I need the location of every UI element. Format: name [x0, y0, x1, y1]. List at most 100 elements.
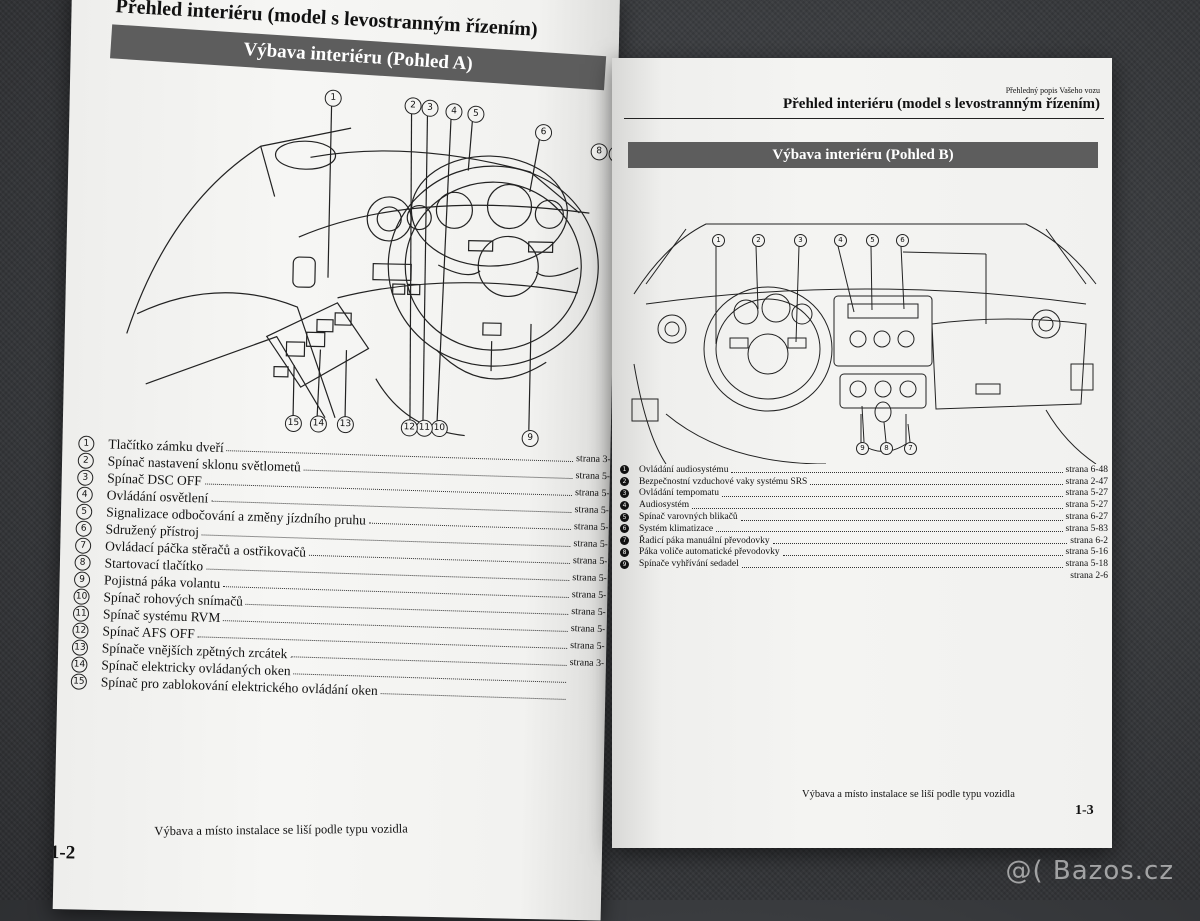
callout-b-1: 1: [712, 234, 725, 247]
list-item: strana 2-6: [620, 570, 1108, 582]
item-page-ref: strana 5-: [574, 504, 609, 517]
item-number: 11: [72, 604, 90, 622]
item-label: Spínač AFS OFF: [102, 622, 195, 641]
leader-dots: [741, 566, 1063, 568]
item-number: 9: [620, 559, 629, 569]
item-label: Sdružený přístroj: [105, 520, 200, 539]
callout-b-7: 7: [904, 442, 917, 455]
bazos-watermark: @( Bazos.cz: [1005, 856, 1174, 886]
item-page-ref: strana 5-: [575, 470, 610, 483]
right-page: Přehledný popis Vašeho vozu Přehled inte…: [612, 58, 1112, 848]
item-number: 5: [75, 502, 93, 520]
left-page: Přehled interiéru (model s levostranným …: [52, 0, 620, 921]
item-number: 4: [620, 500, 629, 510]
callout-b-3: 3: [794, 234, 807, 247]
item-page-ref: [569, 680, 603, 681]
item-page-ref: strana 5-16: [1065, 547, 1108, 558]
item-page-ref: strana 5-27: [1065, 488, 1108, 499]
item-number: 13: [71, 638, 89, 656]
item-number: 4: [76, 485, 94, 503]
item-label: Spínač DSC OFF: [107, 469, 203, 488]
callout-b-4: 4: [834, 234, 847, 247]
item-page-ref: strana 5-: [574, 487, 610, 500]
item-page-ref: strana 5-18: [1065, 559, 1108, 570]
item-number: 5: [620, 512, 629, 522]
header-rule: [624, 118, 1104, 119]
item-number: 15: [70, 672, 88, 690]
item-page-ref: strana 3-2: [575, 453, 611, 466]
item-label: Páka voliče automatické převodovky: [639, 547, 780, 558]
right-page-title: Přehled interiéru (model s levostranným …: [782, 96, 1100, 112]
callout-b-5: 5: [866, 234, 879, 247]
leader-dots: [772, 543, 1068, 545]
item-label: Ovládání audiosystému: [639, 464, 729, 475]
item-label: Startovací tlačítko: [104, 554, 204, 573]
list-item: 3 Ovládání tempomatu strana 5-27: [620, 488, 1108, 500]
leader-dots: [380, 693, 566, 700]
right-legend-list: 1 Ovládání audiosystému strana 6-48 2 Bezpe…: [620, 464, 1108, 582]
list-item: 7 Řadicí páka manuální převodovky strana 6…: [620, 535, 1108, 547]
callout-b-8: 8: [880, 442, 893, 455]
item-page-ref: [569, 697, 603, 698]
item-page-ref: strana 5-: [572, 572, 607, 585]
item-number: 2: [620, 477, 629, 487]
item-label: Ovládání tempomatu: [639, 488, 719, 499]
leader-dots: [692, 507, 1063, 509]
item-number: 12: [72, 621, 89, 639]
item-number: 1: [78, 434, 95, 452]
right-page-number: 1-3: [1075, 803, 1094, 818]
list-item: 9 Spínače vyhřívání sedadel strana 5-18: [620, 558, 1108, 570]
leader-dots: [716, 531, 1063, 533]
item-page-ref: strana 5-: [570, 640, 605, 653]
leader-dots: [721, 495, 1063, 497]
list-item: 5 Spínač varovných blikačů strana 6-27: [620, 511, 1108, 523]
item-page-ref: strana 5-83: [1065, 523, 1108, 534]
leader-dots: [782, 554, 1063, 556]
item-page-ref: strana 5-: [571, 589, 607, 602]
list-item: 1 Ovládání audiosystému strana 6-48: [620, 464, 1108, 476]
item-page-ref: strana 5-: [570, 623, 605, 636]
item-page-ref: strana 2-47: [1065, 476, 1108, 487]
item-number: 3: [620, 488, 629, 498]
item-number: 3: [77, 468, 94, 486]
leader-dots: [810, 484, 1063, 486]
item-page-ref: strana 3-: [569, 657, 604, 670]
callout-b-9: 9: [856, 442, 869, 455]
item-page-ref: strana 5-: [571, 606, 606, 619]
item-page-ref: strana 5-27: [1065, 500, 1108, 511]
item-label: Spínač varovných blikačů: [639, 512, 738, 523]
item-page-ref: strana 2-6: [1070, 571, 1108, 582]
callout-b-2: 2: [752, 234, 765, 247]
item-number: 10: [73, 587, 90, 605]
item-label: Ovládání osvětlení: [106, 486, 209, 506]
item-page-ref: strana 5-: [573, 538, 608, 551]
item-page-ref: strana 6-27: [1065, 512, 1108, 523]
right-section-band: Výbava interiéru (Pohled B): [628, 142, 1098, 168]
list-item: 6 Systém klimatizace strana 5-83: [620, 523, 1108, 535]
item-page-ref: strana 6-48: [1065, 464, 1108, 475]
item-number: 6: [620, 524, 629, 534]
leader-dots: [740, 519, 1063, 521]
item-page-ref: strana 5-: [573, 521, 609, 534]
left-footnote: Výbava a místo instalace se liší podle t…: [154, 821, 408, 839]
item-label: Bezpečnostní vzduchové vaky systému SRS: [639, 476, 808, 487]
item-label: Audiosystém: [639, 500, 690, 511]
item-page-ref: strana 6-2: [1070, 535, 1108, 546]
callout-9: 9: [521, 429, 539, 448]
item-number: 8: [74, 553, 91, 571]
item-label: Systém klimatizace: [639, 523, 714, 534]
right-footnote: Výbava a místo instalace se liší podle t…: [802, 789, 1015, 800]
item-label: Řadicí páka manuální převodovky: [639, 535, 770, 546]
list-item: 4 Audiosystém strana 5-27: [620, 499, 1108, 511]
leader-dots: [731, 472, 1063, 474]
list-item: 2 Bezpečnostní vzduchové vaky systému SRS…: [620, 476, 1108, 488]
item-label: Spínače vyhřívání sedadel: [639, 559, 739, 570]
item-number: 7: [74, 536, 92, 554]
left-page-number: 1-2: [52, 841, 76, 864]
item-number: 1: [620, 465, 629, 475]
item-number: 7: [620, 536, 629, 546]
item-number: 2: [77, 451, 95, 469]
callout-b-6: 6: [896, 234, 909, 247]
